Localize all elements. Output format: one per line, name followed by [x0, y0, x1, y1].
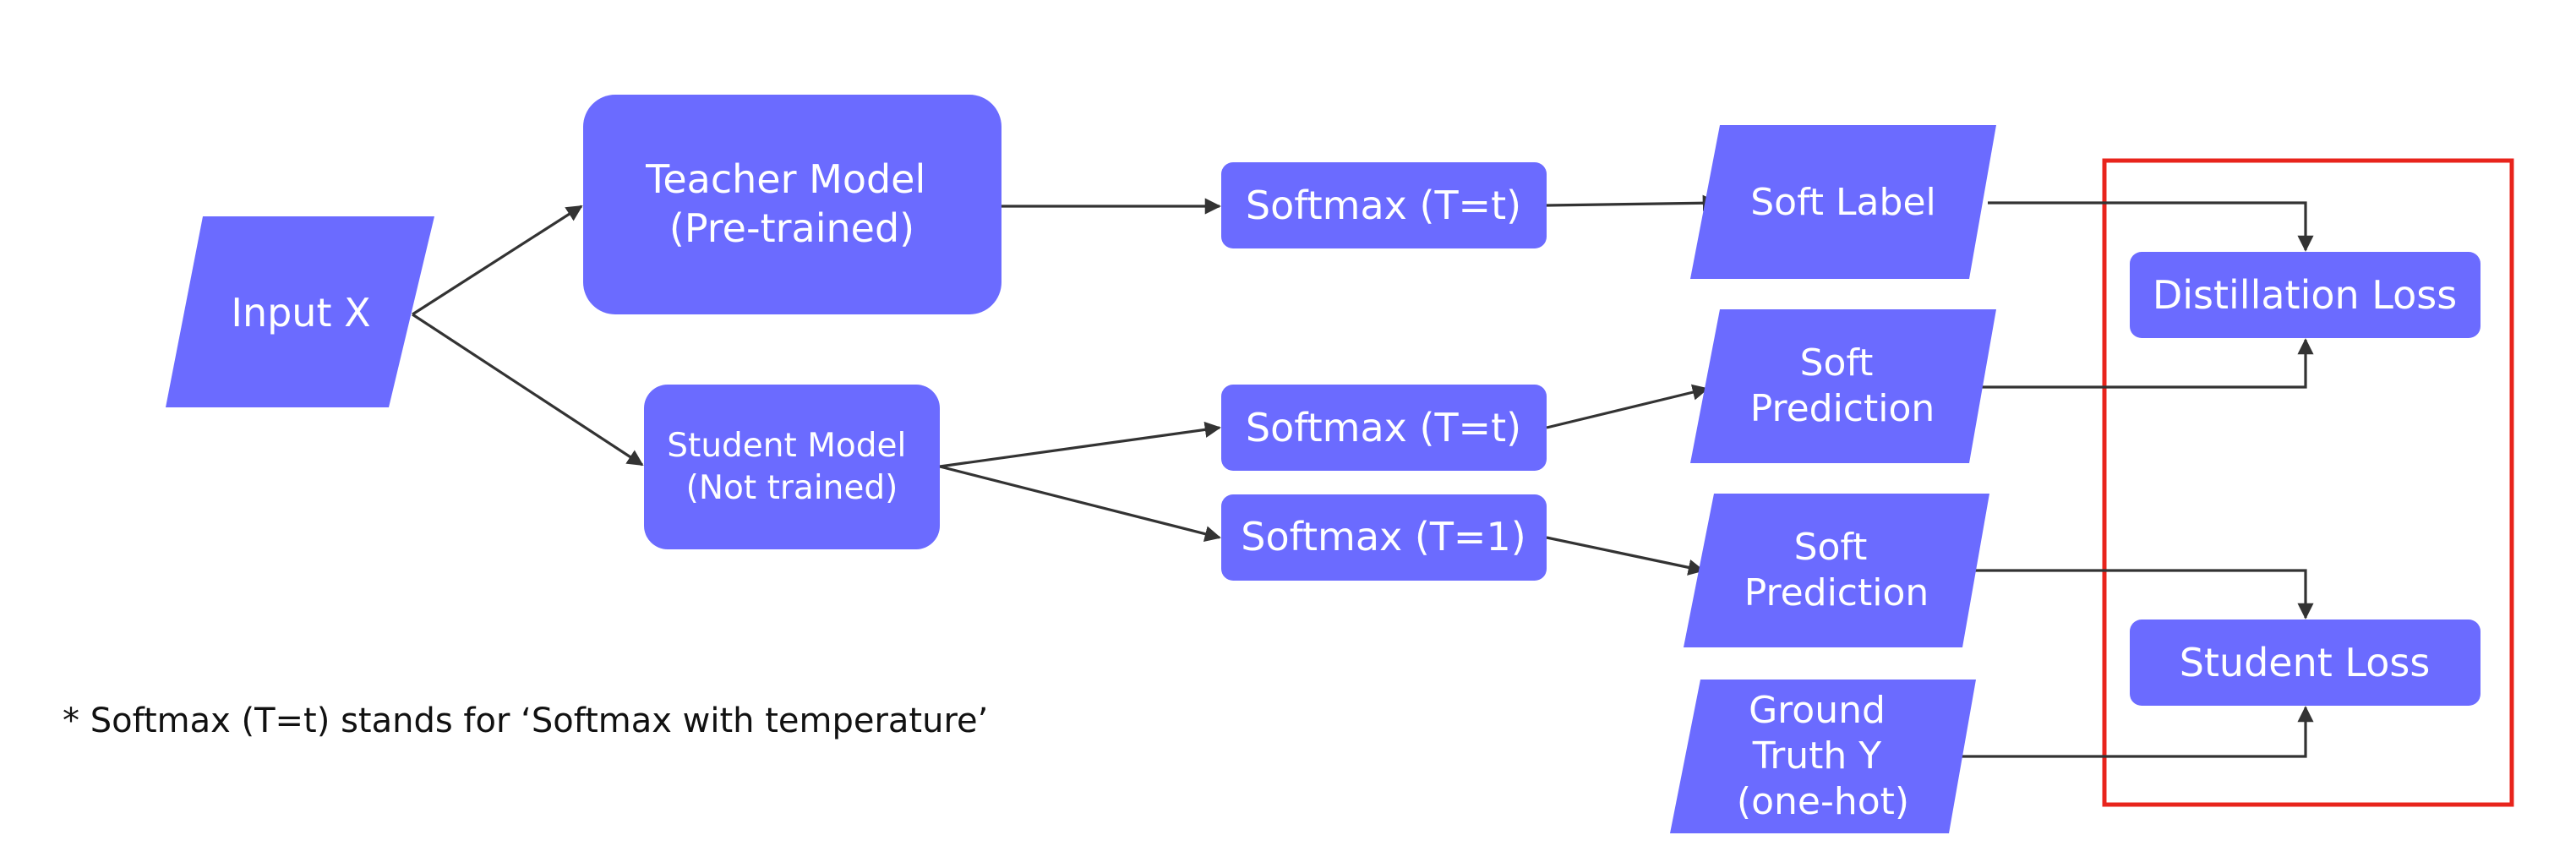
edge-input-to-teacher [412, 205, 583, 316]
node-input-x-label: Input X [231, 290, 370, 336]
node-softmax-student-t-label: Softmax (T=t) [1246, 405, 1521, 450]
node-ground-truth: Ground Truth Y (one-hot) [1670, 680, 1976, 833]
edge-softmax-1-to-soft-prediction [1546, 536, 1705, 576]
node-distillation-loss-label: Distillation Loss [2153, 272, 2457, 318]
node-softmax-student-1: Softmax (T=1) [1221, 494, 1547, 581]
node-softmax-teacher-label: Softmax (T=t) [1246, 183, 1521, 228]
node-student-loss: Student Loss [2130, 620, 2480, 706]
node-soft-label: Soft Label [1690, 125, 1996, 279]
edge-soft-prediction-to-distillation-loss [1978, 338, 2314, 389]
edge-input-to-student [412, 313, 644, 467]
node-distillation-loss: Distillation Loss [2130, 252, 2480, 338]
node-teacher-model: Teacher Model (Pre-trained) [583, 95, 1001, 314]
footnote: * Softmax (T=t) stands for ‘Softmax with… [63, 701, 989, 740]
edges [412, 194, 2314, 758]
edge-softmax-teacher-to-soft-label [1546, 194, 1719, 211]
node-soft-label-text: Soft Label [1750, 181, 1936, 224]
node-student-model-label: Student Model (Not trained) [667, 427, 916, 507]
edge-student-to-softmax-t [939, 421, 1221, 468]
node-soft-prediction-t: Soft Prediction [1690, 309, 1996, 463]
node-student-model: Student Model (Not trained) [644, 385, 940, 549]
edge-soft-label-to-distillation-loss [1988, 201, 2314, 252]
edge-soft-prediction-to-student-loss [1973, 569, 2314, 620]
node-soft-prediction-1: Soft Prediction [1684, 494, 1989, 647]
edge-softmax-t-to-soft-prediction [1546, 384, 1709, 429]
edge-ground-truth-to-student-loss [1959, 706, 2314, 758]
node-ground-truth-text: Ground Truth Y (one-hot) [1737, 689, 1909, 823]
loss-highlight-box [2102, 158, 2514, 807]
edge-student-to-softmax-1 [939, 465, 1221, 543]
node-softmax-student-t: Softmax (T=t) [1221, 385, 1547, 471]
node-teacher-model-label: Teacher Model (Pre-trained) [645, 156, 938, 251]
node-student-loss-label: Student Loss [2180, 640, 2431, 685]
node-softmax-teacher: Softmax (T=t) [1221, 162, 1547, 248]
node-softmax-student-1-label: Softmax (T=1) [1241, 514, 1525, 560]
nodes: Input X Teacher Model (Pre-trained) Stud… [166, 95, 2480, 833]
node-input-x: Input X [166, 216, 434, 407]
node-soft-prediction-1-text: Soft Prediction [1744, 526, 1929, 614]
node-soft-prediction-t-text: Soft Prediction [1750, 341, 1935, 430]
